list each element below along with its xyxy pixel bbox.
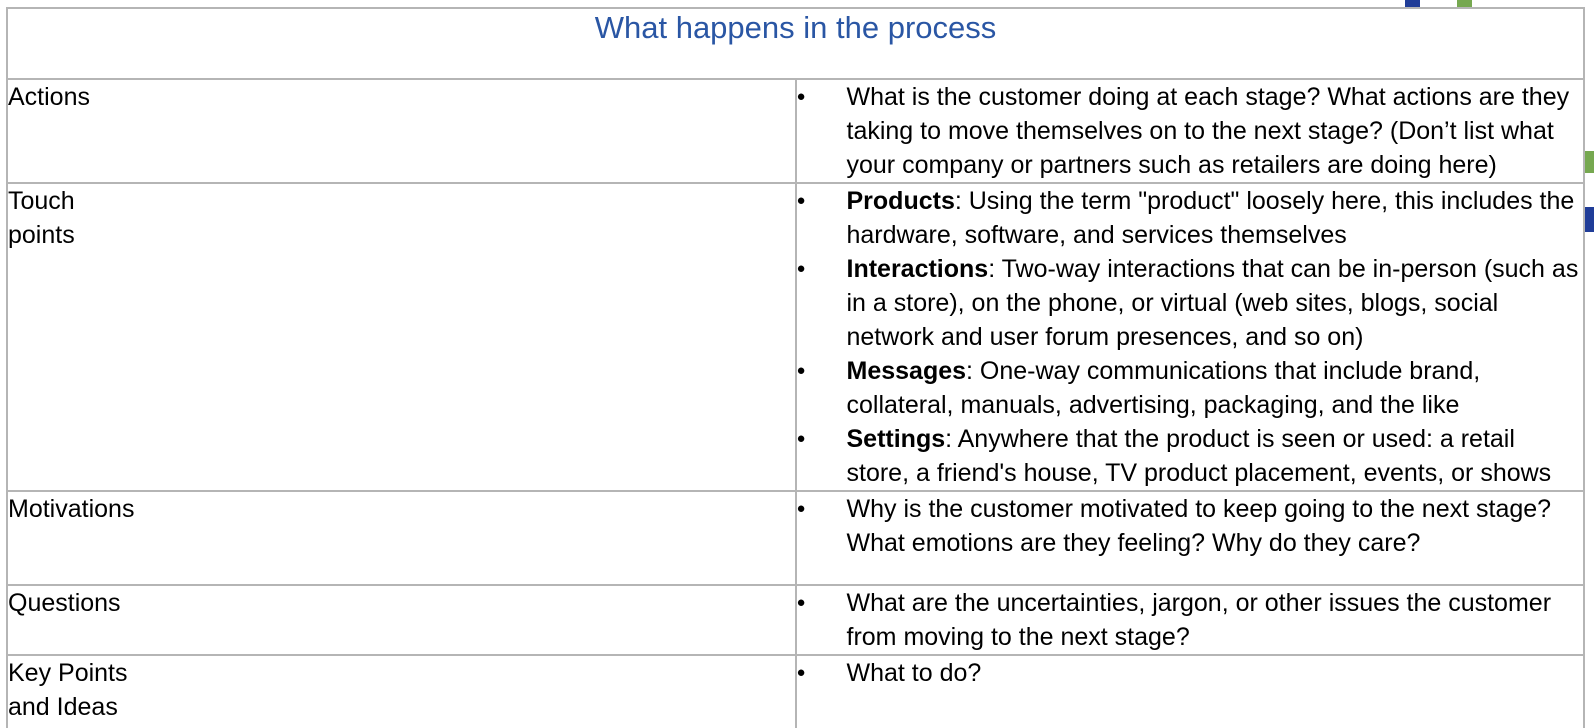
bullet-body: : One-way communications that include br… — [846, 357, 1481, 419]
bullet-text: Messages: One-way communications that in… — [847, 354, 1584, 422]
bullet-text: What are the uncertainties, jargon, or o… — [847, 586, 1584, 654]
background-bar-green-right — [1585, 151, 1594, 173]
title-cell: What happens in the process — [6, 7, 1585, 80]
bullet-icon: ● — [796, 362, 806, 379]
bullet-lead: Settings — [846, 425, 946, 453]
row-content-motivations: ● Why is the customer motivated to keep … — [794, 490, 1585, 586]
row-content-actions: ● What is the customer doing at each sta… — [794, 78, 1585, 184]
row-label-touch-points: Touch points — [6, 182, 797, 492]
row-content-key-points: ● What to do? — [794, 654, 1585, 728]
bullet-lead: Interactions — [846, 255, 989, 283]
background-bar-blue-right — [1585, 207, 1594, 232]
table-row: Key Points and Ideas ● What to do? — [6, 654, 1585, 728]
bullet-text: Settings: Anywhere that the product is s… — [847, 422, 1584, 490]
background-bar-green-top — [1457, 0, 1472, 7]
table-row: Questions ● What are the uncertainties, … — [6, 584, 1585, 656]
row-content-questions: ● What are the uncertainties, jargon, or… — [794, 584, 1585, 656]
bullet-text: What to do? — [847, 656, 1584, 690]
bullet-body: : Two-way interactions that can be in-pe… — [846, 255, 1579, 351]
list-item: ● Settings: Anywhere that the product is… — [797, 422, 1584, 490]
page-title: What happens in the process — [594, 10, 997, 45]
bullet-text: Why is the customer motivated to keep go… — [847, 492, 1584, 560]
table-row: Touch points ● Products: Using the term … — [6, 182, 1585, 492]
bullet-body: Why is the customer motivated to keep go… — [846, 495, 1552, 557]
bullet-text: What is the customer doing at each stage… — [847, 80, 1584, 182]
bullet-body: What to do? — [846, 659, 982, 687]
list-item: ● What are the uncertainties, jargon, or… — [797, 586, 1584, 654]
bullet-lead: Products — [846, 187, 955, 215]
table-row-title: What happens in the process — [6, 7, 1585, 80]
row-label-actions: Actions — [6, 78, 797, 184]
bullet-icon: ● — [796, 594, 806, 611]
bullet-icon: ● — [796, 500, 806, 517]
bullet-icon: ● — [796, 88, 806, 105]
list-item: ● Interactions: Two-way interactions tha… — [797, 252, 1584, 354]
list-item: ● What to do? — [797, 656, 1584, 690]
list-item: ● Messages: One-way communications that … — [797, 354, 1584, 422]
background-bar-blue-top — [1405, 0, 1420, 7]
bullet-body: : Anywhere that the product is seen or u… — [846, 425, 1552, 487]
bullet-icon: ● — [796, 260, 806, 277]
process-table: What happens in the process Actions ● Wh… — [6, 7, 1585, 728]
table-row: Actions ● What is the customer doing at … — [6, 78, 1585, 184]
bullet-body: What is the customer doing at each stage… — [846, 83, 1570, 179]
list-item: ● Why is the customer motivated to keep … — [797, 492, 1584, 560]
table-row: Motivations ● Why is the customer motiva… — [6, 490, 1585, 586]
bullet-icon: ● — [796, 664, 806, 681]
bullet-text: Products: Using the term "product" loose… — [847, 184, 1584, 252]
row-label-motivations: Motivations — [6, 490, 797, 586]
bullet-lead: Messages — [846, 357, 967, 385]
row-label-key-points: Key Points and Ideas — [6, 654, 797, 728]
bullet-body: : Using the term "product" loosely here,… — [846, 187, 1575, 249]
row-label-questions: Questions — [6, 584, 797, 656]
bullet-text: Interactions: Two-way interactions that … — [847, 252, 1584, 354]
row-content-touch-points: ● Products: Using the term "product" loo… — [794, 182, 1585, 492]
list-item: ● What is the customer doing at each sta… — [797, 80, 1584, 182]
bullet-icon: ● — [796, 430, 806, 447]
list-item: ● Products: Using the term "product" loo… — [797, 184, 1584, 252]
bullet-body: What are the uncertainties, jargon, or o… — [846, 589, 1552, 651]
bullet-icon: ● — [796, 192, 806, 209]
